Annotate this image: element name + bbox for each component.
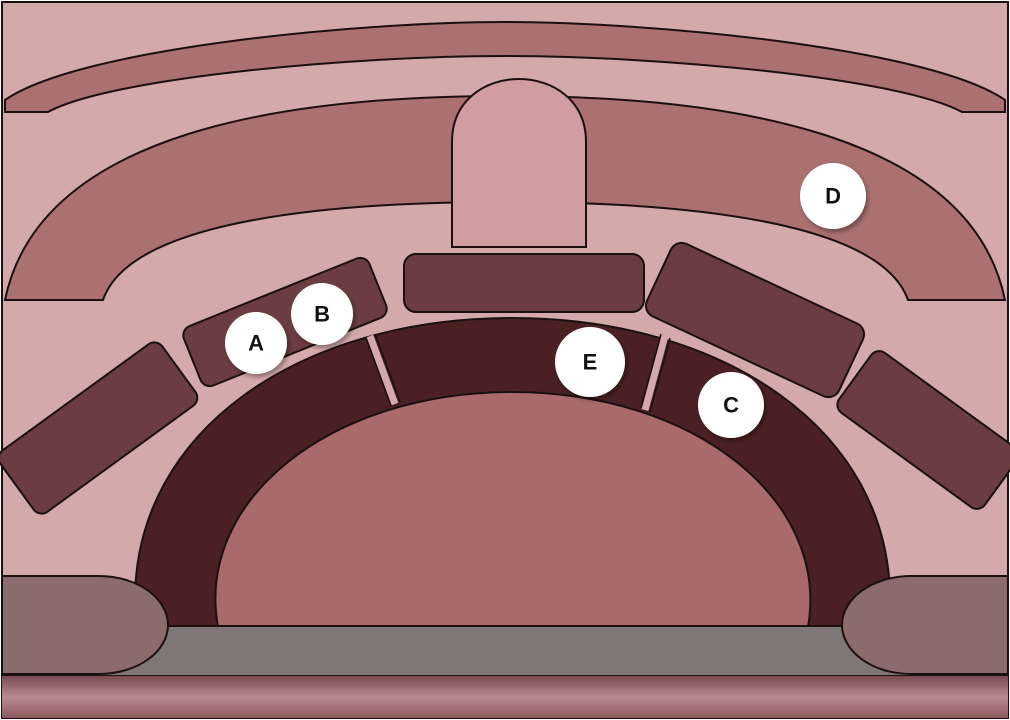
arch-opening bbox=[214, 390, 812, 628]
label-a: A bbox=[248, 331, 264, 356]
voussoir-stone-center bbox=[403, 253, 645, 313]
label-marker-d: D bbox=[800, 163, 866, 229]
label-marker-a: A bbox=[225, 312, 287, 374]
label-marker-b-circle bbox=[291, 283, 353, 345]
label-marker-c: C bbox=[698, 372, 764, 438]
inner-ring-joint-right-edge bbox=[640, 333, 671, 413]
label-marker-e: E bbox=[555, 327, 625, 397]
label-marker-c-circle bbox=[698, 372, 764, 438]
keystone-tower bbox=[451, 78, 587, 248]
side-stone-right bbox=[840, 575, 1009, 675]
label-b: B bbox=[314, 302, 330, 327]
label-d: D bbox=[825, 184, 841, 209]
inner-ring-joint-right bbox=[641, 335, 669, 411]
label-c: C bbox=[723, 393, 739, 418]
base-strip bbox=[2, 676, 1008, 718]
inner-ring-joint-left bbox=[366, 334, 399, 406]
inner-ring-joint-left-edge bbox=[365, 333, 401, 407]
voussoir-stone-left-outer bbox=[0, 341, 199, 515]
top-outer-band bbox=[4, 20, 1006, 113]
label-marker-a-circle bbox=[225, 312, 287, 374]
label-marker-d-circle bbox=[800, 163, 866, 229]
voussoir-stone-right-inner bbox=[644, 241, 866, 399]
side-stone-left bbox=[1, 575, 170, 675]
label-marker-b: B bbox=[291, 283, 353, 345]
label-marker-e-circle bbox=[555, 327, 625, 397]
voussoir-stone-right-outer bbox=[836, 350, 1010, 510]
label-e: E bbox=[583, 350, 598, 375]
